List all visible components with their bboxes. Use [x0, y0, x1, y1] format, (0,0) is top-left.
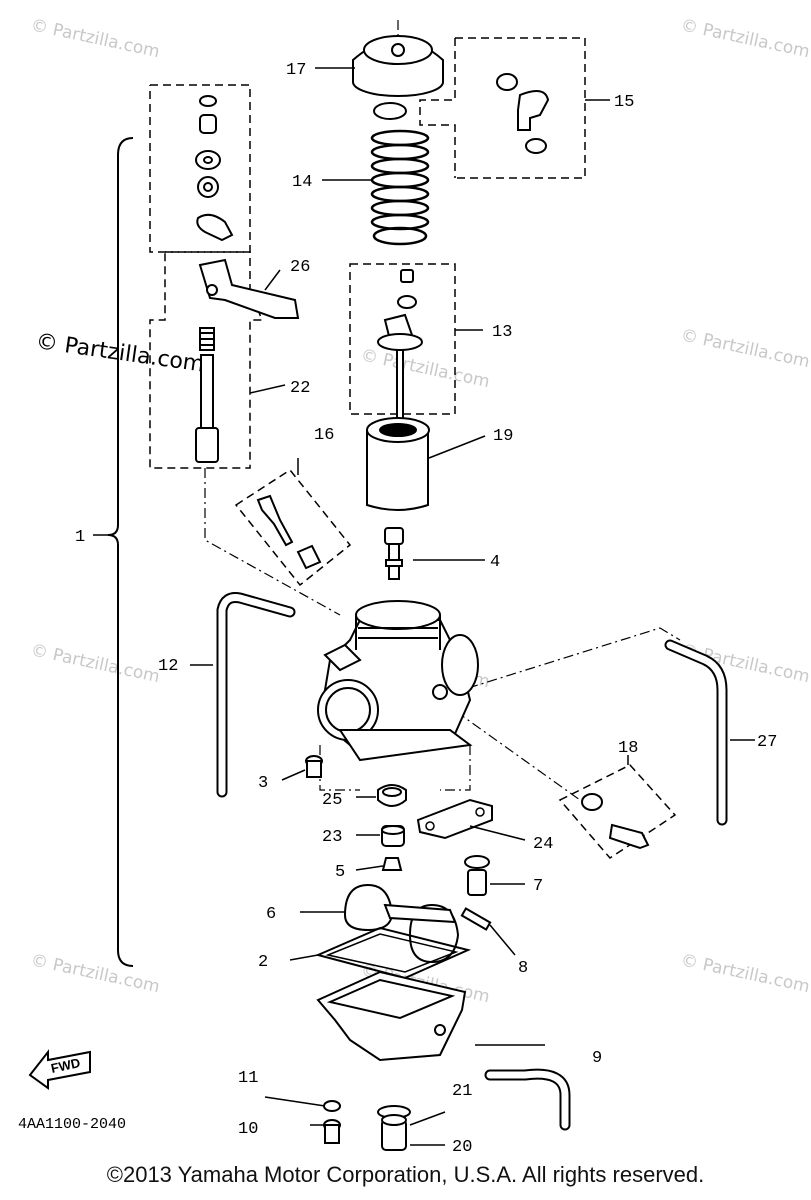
callout-24: 24	[533, 835, 553, 854]
callout-17: 17	[286, 61, 306, 80]
watermark: © Partzilla.com	[679, 950, 811, 997]
diagram-code: 4AA1100-2040	[18, 1116, 126, 1133]
fuel-fitting-icon	[496, 73, 550, 154]
throttle-stop-screw-icon	[581, 793, 650, 850]
callout-18: 18	[618, 739, 638, 758]
callout-12: 12	[158, 657, 178, 676]
callout-11: 11	[238, 1069, 258, 1088]
callout-27: 27	[757, 733, 777, 752]
callout-19: 19	[493, 427, 513, 446]
watermarks: © Partzilla.com © Partzilla.com © Partzi…	[29, 15, 811, 1007]
top-cap-icon	[352, 35, 444, 97]
jet-needle-icon	[377, 269, 423, 421]
callout-21: 21	[452, 1082, 472, 1101]
group-box-18	[558, 764, 677, 859]
plate-24-icon	[416, 798, 493, 840]
group-box-22-26	[149, 251, 264, 469]
drain-hose-outline	[484, 1068, 571, 1131]
fwd-arrow: FWD	[28, 1049, 91, 1090]
gasket-icon	[314, 926, 472, 980]
callout-10: 10	[238, 1120, 258, 1139]
callout-22: 22	[290, 379, 310, 398]
watermark: © Partzilla.com	[359, 345, 491, 392]
float-pin-icon	[460, 907, 492, 931]
callout-20: 20	[452, 1138, 472, 1157]
group-boxes	[149, 37, 677, 859]
float-chamber-icon	[316, 970, 467, 1062]
fwd-label: FWD	[50, 1055, 82, 1076]
callout-1: 1	[75, 528, 85, 547]
watermark: © Partzilla.com	[29, 950, 161, 997]
throttle-valve-icon	[366, 417, 430, 511]
drain-hose	[486, 1070, 569, 1129]
needle-jet-icon	[384, 527, 404, 580]
main-jet-icon	[381, 857, 403, 871]
callout-25: 25	[322, 791, 342, 810]
callout-14: 14	[292, 173, 312, 192]
vent-hose-right	[666, 641, 726, 824]
plunger-cap-icon	[199, 114, 217, 134]
drain-screw-parts-icon	[323, 1100, 341, 1144]
choke-parts-stack	[195, 95, 234, 242]
lever-plate-icon	[196, 213, 234, 242]
starter-plunger-icon	[195, 327, 219, 463]
watermark-prominent: © Partzilla.com	[34, 329, 206, 377]
callout-3: 3	[258, 774, 268, 793]
screw-3-icon	[305, 755, 323, 778]
callout-2: 2	[258, 953, 268, 972]
callout-5: 5	[335, 863, 345, 882]
watermark: © Partzilla.com	[29, 15, 161, 62]
circlip-icon	[199, 95, 217, 107]
callout-15: 15	[614, 93, 634, 112]
drain-plug-icon	[377, 1105, 411, 1151]
callout-6: 6	[266, 905, 276, 924]
callout-16: 16	[314, 426, 334, 445]
callout-7: 7	[533, 877, 543, 896]
group-box-16	[234, 469, 352, 587]
copyright-notice: ©2013 Yamaha Motor Corporation, U.S.A. A…	[106, 1162, 705, 1187]
watermark: © Partzilla.com	[679, 15, 811, 62]
float-icon	[343, 883, 460, 964]
group-box-15-link	[419, 38, 456, 178]
watermark: © Partzilla.com	[679, 640, 811, 687]
callout-13: 13	[492, 323, 512, 342]
throttle-spring-icon	[370, 129, 430, 246]
carburetor-body-icon	[317, 600, 479, 762]
callout-4: 4	[490, 553, 500, 572]
vent-hose-left-outline	[216, 592, 296, 798]
seal-washer-icon	[373, 102, 407, 120]
choke-lever-icon	[198, 258, 300, 319]
assembly-bracket	[107, 137, 134, 967]
jet-parts-icon	[377, 784, 407, 871]
callouts: 1 2 3 4 5 6 7 8 9 10 11 12 13 14 15 16 1…	[75, 61, 777, 1157]
callout-8: 8	[518, 959, 528, 978]
watermark: © Partzilla.com	[679, 325, 811, 372]
leader-lines	[93, 67, 755, 1146]
float-valve-icon	[464, 855, 490, 896]
air-screw-icon	[256, 494, 322, 570]
group-box-13	[349, 263, 456, 415]
callout-23: 23	[322, 828, 342, 847]
fwd-arrow-icon	[28, 1049, 91, 1090]
group-box-15	[455, 37, 586, 179]
vent-hose-left	[218, 594, 294, 796]
callout-26: 26	[290, 258, 310, 277]
callout-9: 9	[592, 1049, 602, 1068]
watermark: © Partzilla.com	[29, 640, 161, 687]
